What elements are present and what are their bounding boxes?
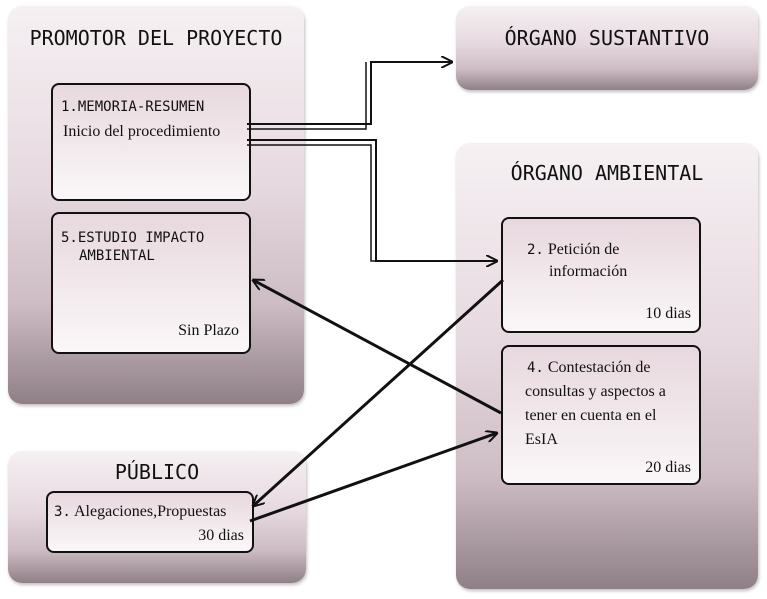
alegaciones-text: Alegaciones,Propuestas xyxy=(73,503,227,520)
estudio-impacto-heading-2: AMBIENTAL xyxy=(79,248,155,264)
contestacion-line-3: tener en cuenta en el xyxy=(525,407,657,424)
contestacion-line-1: 4. Contestación de xyxy=(527,359,651,377)
arrow-publico-to-contestacion xyxy=(249,433,497,523)
plazo-20-dias: 20 dias xyxy=(645,459,691,476)
plazo-10-dias: 10 dias xyxy=(645,305,691,322)
sin-plazo-label: Sin Plazo xyxy=(178,322,239,339)
sustantivo-panel: ÓRGANO SUSTANTIVO xyxy=(456,6,758,90)
arrow-peticion-to-publico xyxy=(253,278,505,506)
contestacion-line-4: EsIA xyxy=(525,431,558,448)
memoria-resumen-title: MEMORIA-RESUMEN xyxy=(77,99,205,115)
ambiental-title: ÓRGANO AMBIENTAL xyxy=(510,161,704,185)
publico-title: PÚBLICO xyxy=(114,460,200,484)
step-number-1: 1. xyxy=(61,99,78,115)
contestacion-line-2: consultas y aspectos a xyxy=(525,383,666,400)
connector-to-peticion-inner xyxy=(247,144,376,262)
plazo-30-dias: 30 dias xyxy=(198,527,244,544)
estudio-impacto-title: ESTUDIO IMPACTO xyxy=(77,230,205,246)
step-number-3: 3. xyxy=(54,504,71,520)
peticion-line-2: información xyxy=(549,263,628,280)
arrow-contestacion-to-estudio xyxy=(253,280,502,415)
step-number-4: 4. xyxy=(527,360,544,376)
inicio-procedimiento-text: Inicio del procedimiento xyxy=(63,123,221,140)
connector-to-sustantivo-inner xyxy=(247,62,367,130)
alegaciones-box: 3. Alegaciones,Propuestas 30 dias xyxy=(46,491,254,553)
peticion-line-1: 2. Petición de xyxy=(527,241,619,259)
connector-to-peticion xyxy=(247,139,497,261)
alegaciones-line-1: 3. Alegaciones,Propuestas xyxy=(54,503,226,521)
peticion-informacion-box: 2. Petición de información 10 dias xyxy=(501,217,701,333)
memoria-resumen-heading: 1.MEMORIA-RESUMEN xyxy=(61,99,204,115)
connector-to-sustantivo xyxy=(247,62,452,125)
estudio-impacto-box: 5.ESTUDIO IMPACTO AMBIENTAL Sin Plazo xyxy=(51,212,251,354)
memoria-resumen-box: 1.MEMORIA-RESUMEN Inicio del procedimien… xyxy=(51,83,251,201)
step-number-2: 2. xyxy=(527,242,544,258)
step-number-5: 5. xyxy=(61,230,78,246)
peticion-text-1: Petición de xyxy=(547,241,620,258)
promotor-title: PROMOTOR DEL PROYECTO xyxy=(29,26,283,50)
estudio-impacto-heading-1: 5.ESTUDIO IMPACTO xyxy=(61,230,204,246)
contestacion-box: 4. Contestación de consultas y aspectos … xyxy=(501,345,701,485)
sustantivo-title: ÓRGANO SUSTANTIVO xyxy=(504,26,710,50)
contestacion-text-1: Contestación de xyxy=(547,359,651,376)
